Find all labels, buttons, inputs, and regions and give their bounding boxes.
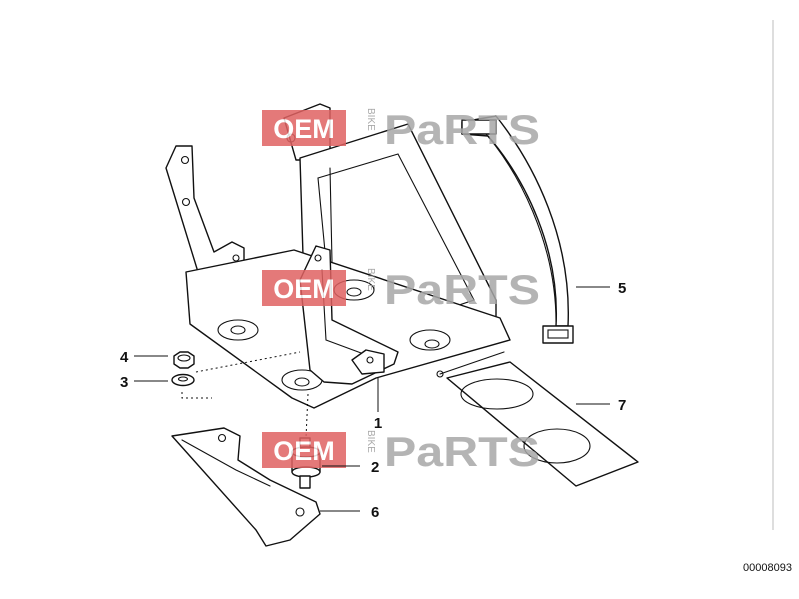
svg-text:OEM: OEM — [273, 274, 335, 304]
part-5-strap — [461, 115, 574, 344]
watermark: OEM BIKE PaRTS OEM BIKE PaRTS OEM BIKE P… — [262, 106, 540, 475]
svg-text:PaRTS: PaRTS — [384, 428, 540, 475]
callout-5: 5 — [618, 280, 626, 297]
svg-text:OEM: OEM — [273, 436, 335, 466]
callout-2: 2 — [371, 459, 379, 476]
callout-7: 7 — [618, 397, 626, 414]
callout-6: 6 — [371, 504, 379, 521]
svg-text:PaRTS: PaRTS — [384, 106, 540, 153]
callout-1: 1 — [374, 415, 382, 432]
svg-text:BIKE: BIKE — [365, 430, 376, 453]
part-4-nut — [173, 351, 195, 369]
callout-4: 4 — [120, 349, 129, 366]
svg-text:PaRTS: PaRTS — [384, 266, 540, 313]
callout-3: 3 — [120, 374, 128, 391]
part-6-lower-bracket — [171, 427, 321, 547]
assembly-guide-lines — [181, 351, 309, 439]
svg-text:BIKE: BIKE — [365, 108, 376, 131]
svg-text:OEM: OEM — [273, 114, 335, 144]
document-number: 00008093 — [743, 562, 792, 574]
svg-text:BIKE: BIKE — [365, 268, 376, 291]
part-3-washer — [171, 373, 195, 387]
part-7-rubber-pad — [446, 361, 639, 487]
leader-lines — [134, 286, 610, 512]
